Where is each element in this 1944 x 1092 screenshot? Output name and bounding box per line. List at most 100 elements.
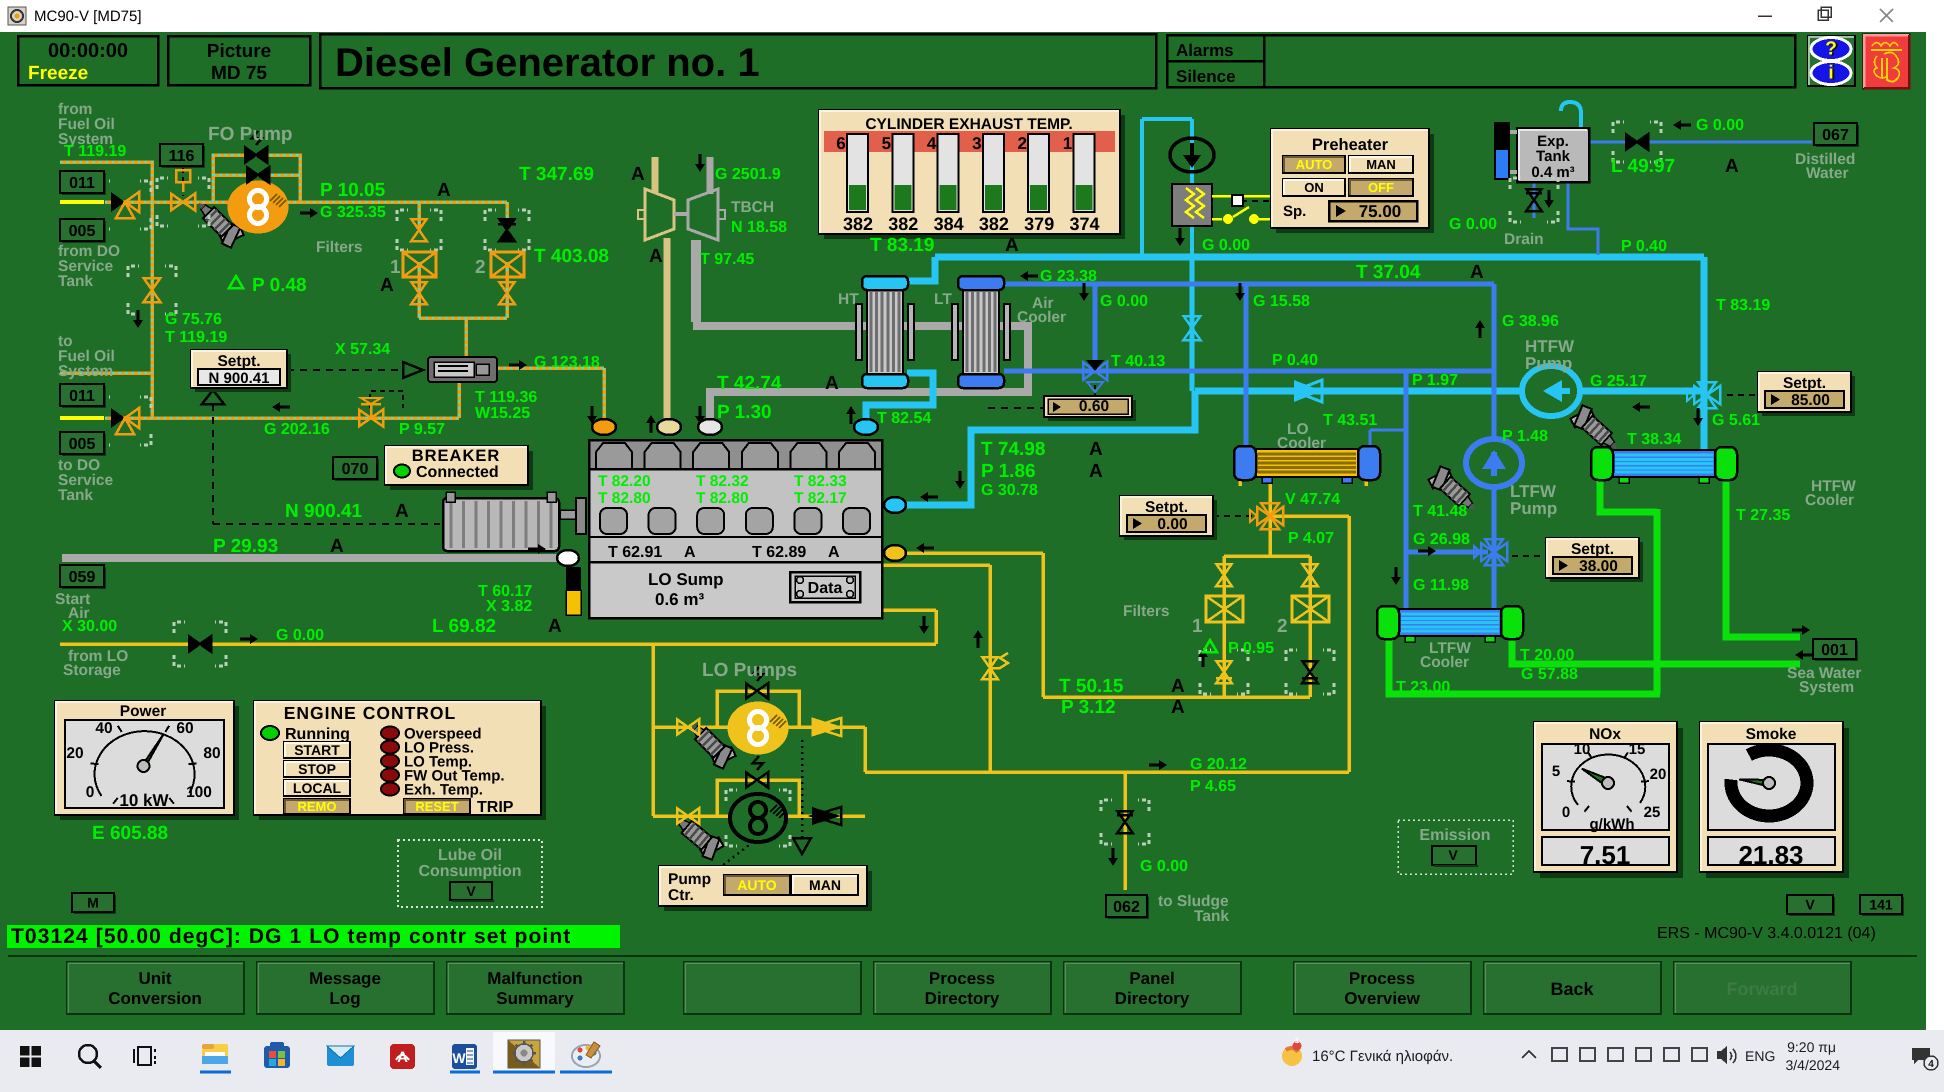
svg-text:T 83.19: T 83.19 — [870, 235, 934, 256]
svg-text:Air: Air — [68, 605, 90, 622]
svg-text:Filters: Filters — [1123, 603, 1170, 620]
svg-text:384: 384 — [934, 214, 964, 234]
svg-text:?: ? — [1825, 39, 1837, 60]
svg-text:A: A — [1725, 156, 1739, 177]
svg-text:16°C Γενικά ηλιοφάν.: 16°C Γενικά ηλιοφάν. — [1312, 1048, 1453, 1065]
svg-text:T 119.36: T 119.36 — [475, 389, 537, 406]
svg-text:Data: Data — [808, 580, 843, 597]
svg-text:1: 1 — [390, 257, 401, 278]
svg-text:Directory: Directory — [1115, 989, 1190, 1008]
svg-text:A: A — [330, 536, 344, 557]
svg-text:START: START — [294, 742, 340, 758]
svg-text:Emission: Emission — [1419, 827, 1490, 844]
svg-text:0.6 m³: 0.6 m³ — [655, 590, 704, 609]
svg-text:Distilled: Distilled — [1795, 151, 1855, 168]
svg-text:E 605.88: E 605.88 — [92, 823, 168, 844]
svg-text:A: A — [397, 1049, 408, 1066]
svg-text:059: 059 — [69, 569, 96, 586]
svg-text:0.4 m³: 0.4 m³ — [1531, 164, 1574, 181]
svg-text:T 82.17: T 82.17 — [794, 490, 847, 507]
svg-text:T 83.19: T 83.19 — [1716, 297, 1770, 314]
svg-text:Cooler: Cooler — [1420, 654, 1469, 671]
svg-text:Running: Running — [285, 726, 350, 743]
svg-text:9:20 πμ: 9:20 πμ — [1787, 1039, 1836, 1055]
svg-text:10: 10 — [1574, 741, 1591, 758]
svg-text:T 119.19: T 119.19 — [165, 329, 227, 346]
svg-text:005: 005 — [69, 436, 96, 453]
svg-text:5: 5 — [1552, 763, 1560, 780]
svg-text:X 57.34: X 57.34 — [335, 341, 390, 358]
svg-text:G 0.00: G 0.00 — [1202, 237, 1250, 254]
svg-text:Smoke: Smoke — [1746, 726, 1797, 743]
svg-text:G 0.00: G 0.00 — [1100, 293, 1148, 310]
svg-text:LO Press.: LO Press. — [404, 740, 474, 757]
svg-text:Sp.: Sp. — [1283, 203, 1306, 220]
svg-text:from: from — [58, 101, 92, 118]
svg-text:N 18.58: N 18.58 — [731, 219, 787, 236]
svg-text:T 60.17: T 60.17 — [478, 583, 532, 600]
svg-text:P 1.30: P 1.30 — [717, 402, 772, 423]
svg-text:NOx: NOx — [1589, 726, 1621, 743]
svg-text:W: W — [452, 1050, 466, 1066]
svg-text:AUTO: AUTO — [737, 877, 777, 893]
svg-text:Start: Start — [55, 591, 90, 608]
svg-text:G 15.58: G 15.58 — [1253, 293, 1310, 310]
svg-text:Silence: Silence — [1176, 67, 1236, 86]
svg-text:ERS - MC90-V 3.4.0.0121 (04): ERS - MC90-V 3.4.0.0121 (04) — [1657, 925, 1876, 942]
svg-text:Cooler: Cooler — [1017, 309, 1066, 326]
svg-text:Cooler: Cooler — [1805, 492, 1854, 509]
svg-text:P 3.12: P 3.12 — [1061, 697, 1116, 718]
svg-text:Process: Process — [929, 969, 995, 988]
svg-text:A: A — [1089, 439, 1103, 460]
svg-text:382: 382 — [888, 214, 918, 234]
svg-text:0: 0 — [86, 784, 95, 801]
svg-text:Sea Water: Sea Water — [1787, 665, 1861, 682]
svg-text:Message: Message — [309, 969, 381, 988]
svg-text:A: A — [1005, 235, 1019, 256]
svg-text:38.00: 38.00 — [1579, 558, 1618, 575]
svg-text:Back: Back — [1550, 979, 1594, 999]
svg-text:Connected: Connected — [416, 464, 499, 481]
svg-text:011: 011 — [69, 175, 95, 192]
svg-text:BREAKER: BREAKER — [412, 447, 501, 465]
svg-text:062: 062 — [1113, 899, 1140, 916]
svg-text:T 82.54: T 82.54 — [877, 410, 931, 427]
svg-text:116: 116 — [169, 148, 195, 165]
svg-text:A: A — [825, 373, 839, 394]
svg-text:ENG: ENG — [1745, 1048, 1775, 1064]
svg-text:T 403.08: T 403.08 — [534, 246, 609, 267]
svg-text:System: System — [1799, 679, 1854, 696]
svg-text:Storage: Storage — [63, 662, 121, 679]
svg-text:G 0.00: G 0.00 — [1449, 216, 1497, 233]
svg-text:141: 141 — [1869, 897, 1893, 913]
svg-text:T 82.32: T 82.32 — [696, 473, 749, 490]
svg-text:3: 3 — [972, 134, 981, 153]
svg-text:Log: Log — [329, 989, 360, 1008]
svg-text:40: 40 — [95, 720, 112, 737]
svg-text:X 3.82: X 3.82 — [486, 598, 532, 615]
svg-text:P 1.97: P 1.97 — [1412, 372, 1458, 389]
svg-text:FW Out Temp.: FW Out Temp. — [404, 768, 505, 785]
svg-text:i: i — [1828, 63, 1833, 84]
svg-text:TBCH: TBCH — [731, 199, 774, 216]
svg-text:2: 2 — [475, 257, 486, 278]
svg-text:G 20.12: G 20.12 — [1190, 756, 1247, 773]
svg-text:Tank: Tank — [58, 273, 93, 290]
svg-text:G 25.17: G 25.17 — [1590, 373, 1647, 390]
svg-text:LO: LO — [1287, 421, 1309, 438]
svg-text:STOP: STOP — [298, 761, 336, 777]
svg-text:X 30.00: X 30.00 — [62, 618, 117, 635]
svg-text:5: 5 — [882, 134, 891, 153]
svg-text:25: 25 — [1644, 804, 1661, 821]
svg-text:LOCAL: LOCAL — [293, 780, 342, 796]
svg-text:1: 1 — [1295, 1036, 1300, 1045]
svg-text:1: 1 — [1192, 616, 1203, 637]
svg-text:Diesel Generator no. 1: Diesel Generator no. 1 — [335, 41, 760, 85]
svg-text:2: 2 — [1277, 616, 1288, 637]
svg-text:to Sludge: to Sludge — [1158, 893, 1229, 910]
svg-text:i: i — [1830, 63, 1836, 85]
svg-text:00:00:00: 00:00:00 — [48, 40, 128, 62]
svg-text:Summary: Summary — [496, 989, 574, 1008]
svg-text:T03124 [50.00 degC]: DG 1 LO t: T03124 [50.00 degC]: DG 1 LO temp contr … — [11, 925, 571, 948]
svg-text:001: 001 — [1821, 642, 1848, 659]
